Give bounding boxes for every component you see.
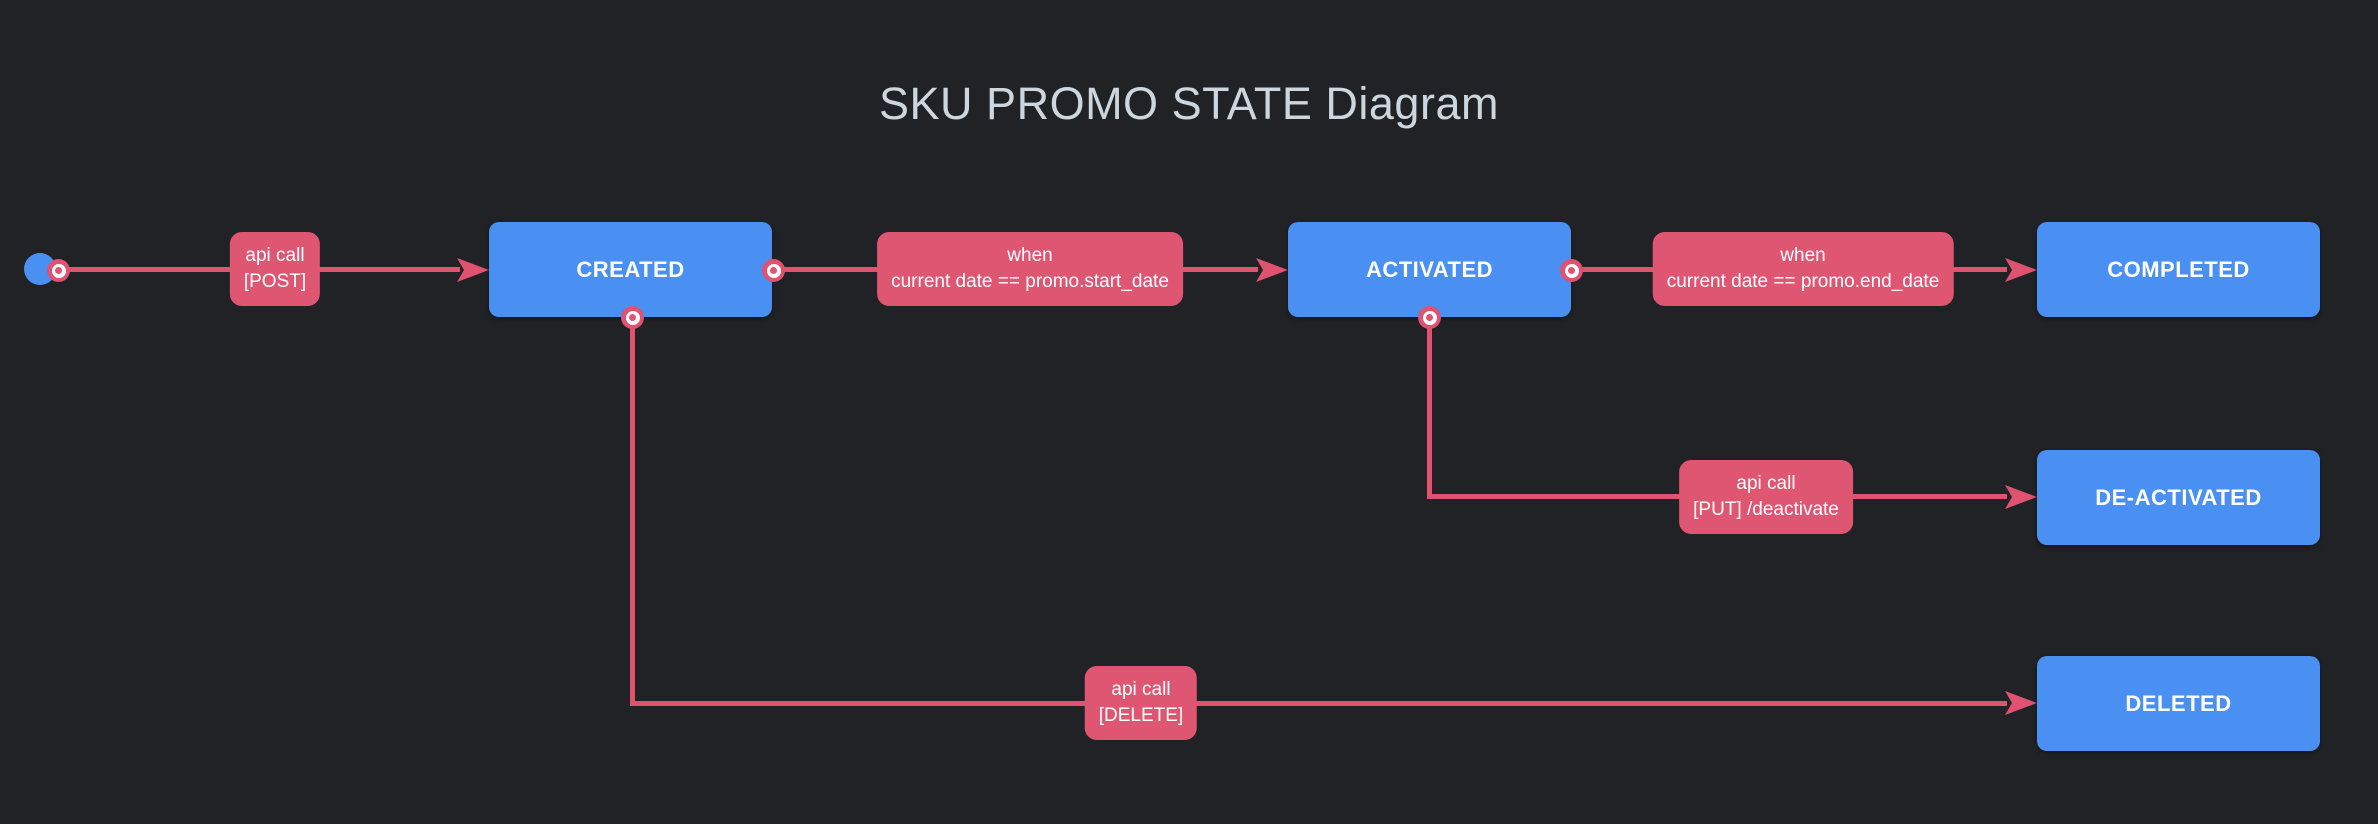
state-node-created[interactable]: CREATED xyxy=(489,222,772,317)
edge-label-api-post[interactable]: api call [POST] xyxy=(229,232,321,306)
edge-label-line: [PUT] /deactivate xyxy=(1693,499,1839,520)
arrowhead-icon xyxy=(1256,258,1288,282)
connection-port-start[interactable] xyxy=(47,259,70,282)
arrowhead-icon xyxy=(2005,485,2037,509)
edge-line-created-deleted-horizontal xyxy=(630,701,2007,706)
edge-label-line: api call xyxy=(1111,679,1171,700)
edge-label-when-end-date[interactable]: when current date == promo.end_date xyxy=(1652,232,1954,306)
state-node-deleted[interactable]: DELETED xyxy=(2037,656,2320,751)
connection-port-created-right[interactable] xyxy=(762,259,785,282)
arrowhead-icon xyxy=(2005,691,2037,715)
edge-label-line: api call xyxy=(245,245,305,266)
port-ring-icon xyxy=(1422,310,1437,325)
arrowhead-icon xyxy=(457,258,489,282)
state-node-deactivated[interactable]: DE-ACTIVATED xyxy=(2037,450,2320,545)
connection-port-activated-right[interactable] xyxy=(1560,259,1583,282)
edge-label-api-put-deactivate[interactable]: api call [PUT] /deactivate xyxy=(1679,460,1853,534)
state-label: ACTIVATED xyxy=(1365,256,1494,282)
port-ring-icon xyxy=(51,263,66,278)
port-ring-icon xyxy=(1564,263,1579,278)
diagram-title: SKU PROMO STATE Diagram xyxy=(879,78,1499,129)
edge-label-when-start-date[interactable]: when current date == promo.start_date xyxy=(877,232,1183,306)
port-ring-icon xyxy=(766,263,781,278)
connection-port-created-bottom[interactable] xyxy=(621,306,644,329)
edge-label-api-delete[interactable]: api call [DELETE] xyxy=(1084,666,1198,740)
edge-label-line: [DELETE] xyxy=(1098,705,1184,726)
edge-line-activated-deactivated-vertical xyxy=(1427,317,1432,499)
state-label: DELETED xyxy=(2125,690,2232,716)
edge-label-line: [POST] xyxy=(243,271,307,292)
edge-label-line: when xyxy=(1007,245,1053,266)
port-ring-icon xyxy=(625,310,640,325)
state-node-activated[interactable]: ACTIVATED xyxy=(1288,222,1571,317)
state-label: CREATED xyxy=(576,256,685,282)
state-label: DE-ACTIVATED xyxy=(2095,484,2262,510)
edge-label-line: api call xyxy=(1736,473,1796,494)
edge-label-line: current date == promo.start_date xyxy=(891,271,1169,292)
edge-line-created-deleted-vertical xyxy=(630,317,635,706)
state-node-completed[interactable]: COMPLETED xyxy=(2037,222,2320,317)
edge-label-line: when xyxy=(1780,245,1826,266)
arrowhead-icon xyxy=(2005,258,2037,282)
state-label: COMPLETED xyxy=(2107,256,2250,282)
connection-port-activated-bottom[interactable] xyxy=(1418,306,1441,329)
edge-label-line: current date == promo.end_date xyxy=(1666,271,1940,292)
